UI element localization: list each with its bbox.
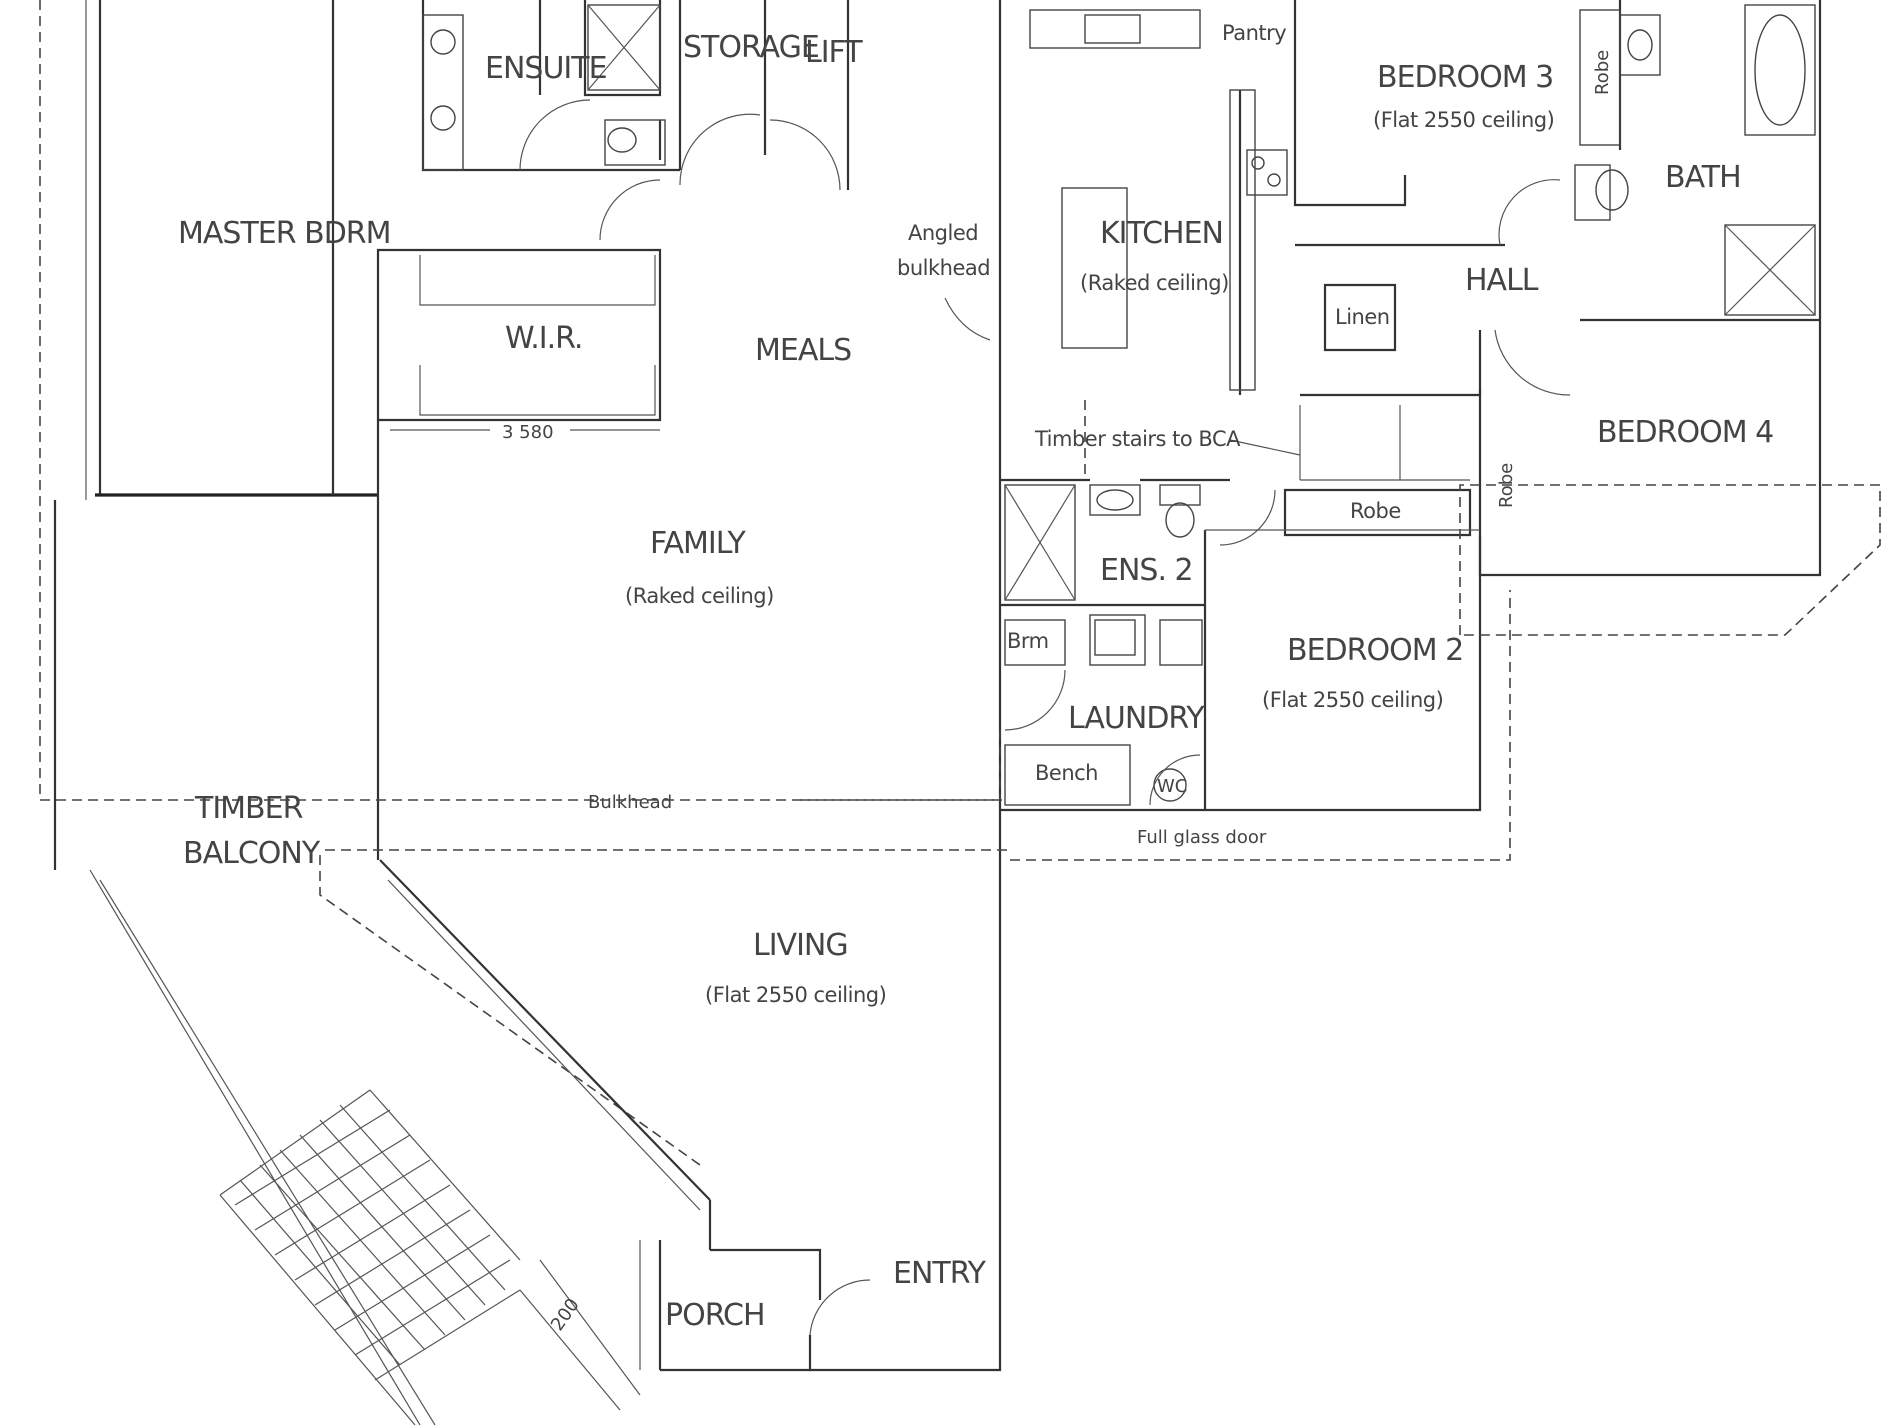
label-meals: MEALS [755,333,851,368]
doors [519,99,1571,1336]
label-porch: PORCH [665,1298,765,1333]
label-timber: TIMBER [194,791,303,826]
fixtures [422,4,1816,806]
label-pantry: Pantry [1222,21,1286,45]
balcony-edges [53,500,712,1425]
note-bulkhead-angled: bulkhead [897,256,990,280]
label-living: LIVING [753,928,848,963]
label-ensuite: ENSUITE [485,51,607,86]
label-balcony: BALCONY [183,836,321,871]
label-linen: Linen [1335,305,1390,329]
note-bulkhead: Bulkhead [588,792,672,813]
front-stairs [219,1089,641,1425]
annotation-notes: Angled bulkhead Timber stairs to BCA 3 5… [502,221,1267,1335]
label-hall: HALL [1465,263,1539,298]
dashed-outlines [39,0,1881,1166]
label-living-ceiling: (Flat 2550 ceiling) [705,983,886,1007]
annotation-arrows [390,297,1301,456]
label-robe-bedroom-3: Robe [1592,50,1613,95]
room-labels: ENSUITE STORAGE LIFT Pantry BEDROOM 3 (F… [178,21,1774,1333]
label-bedroom-2: BEDROOM 2 [1287,633,1463,668]
label-bedroom-2-ceiling: (Flat 2550 ceiling) [1262,688,1443,712]
label-ens-2: ENS. 2 [1100,553,1193,588]
note-dimension: 3 580 [502,422,554,443]
label-laundry: LAUNDRY [1068,701,1205,736]
label-lift: LIFT [805,35,863,70]
label-robe-bedroom-2: Robe [1350,499,1401,523]
label-master-bedroom: MASTER BDRM [178,216,391,251]
label-robe-bedroom-4: Robe [1496,463,1517,508]
label-brm: Brm [1007,629,1049,653]
label-family: FAMILY [650,526,746,561]
label-family-ceiling: (Raked ceiling) [625,584,774,608]
note-timber-stairs: Timber stairs to BCA [1034,427,1241,451]
label-bedroom-3: BEDROOM 3 [1377,60,1553,95]
label-bedroom-4: BEDROOM 4 [1597,415,1773,450]
label-wir: W.I.R. [505,321,582,356]
label-wc: WC [1157,776,1187,797]
label-storage: STORAGE [683,30,819,65]
label-bath: BATH [1665,160,1741,195]
label-bedroom-3-ceiling: (Flat 2550 ceiling) [1373,108,1554,132]
walls [85,0,1822,1372]
note-angled: Angled [908,221,978,245]
label-bench: Bench [1035,761,1098,785]
label-kitchen-ceiling: (Raked ceiling) [1080,271,1229,295]
note-full-glass-door: Full glass door [1137,827,1267,848]
label-entry: ENTRY [893,1256,987,1291]
label-kitchen: KITCHEN [1100,216,1223,251]
